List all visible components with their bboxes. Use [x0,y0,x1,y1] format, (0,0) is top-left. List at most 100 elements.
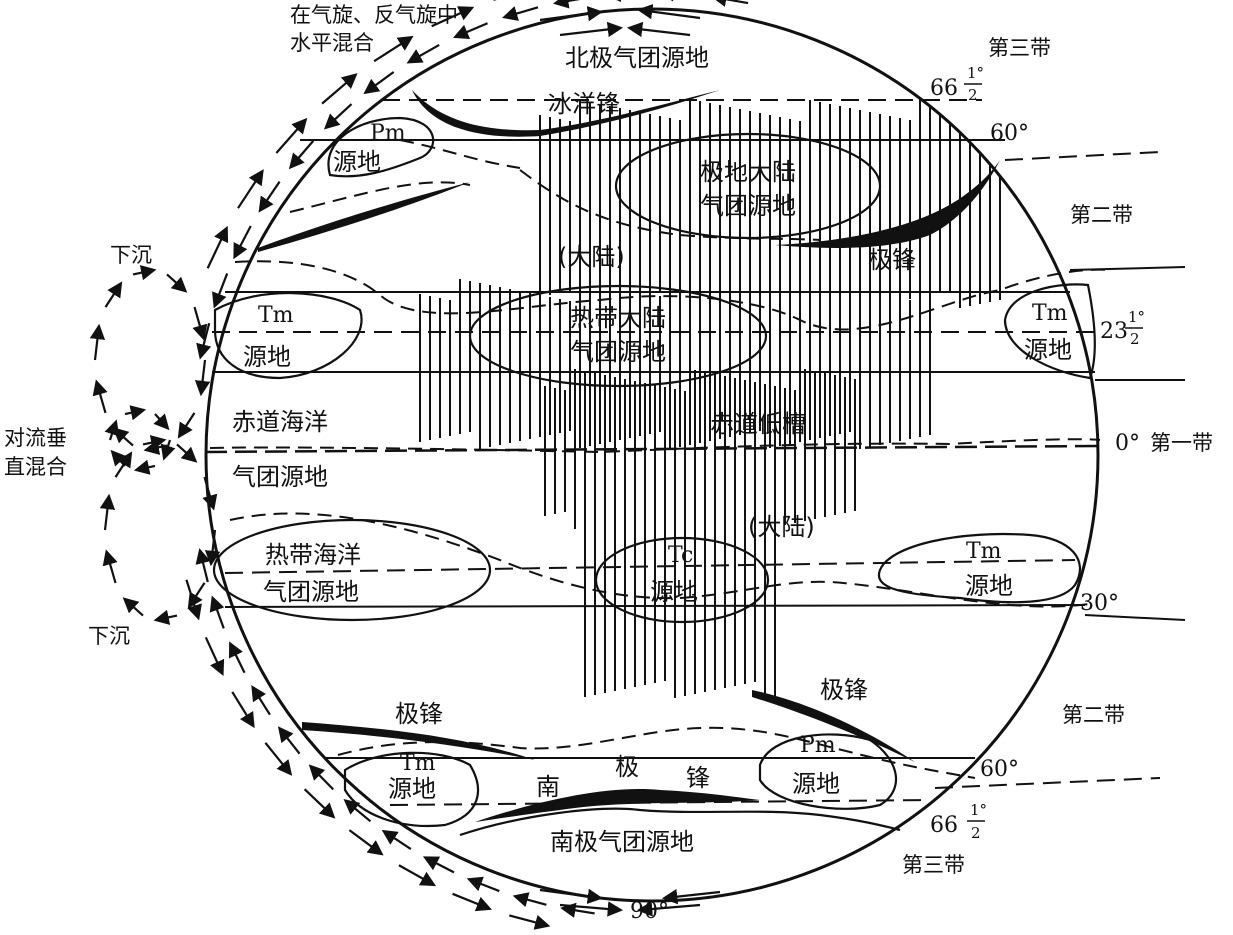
circulation-arrow [559,901,624,917]
circulation-arrow [264,742,293,776]
polar-continental-label-1: 极地大陆 [700,158,796,186]
circulation-arrow [92,379,108,414]
circulation-arrow [502,6,539,21]
tm-east-src: 源地 [1024,336,1072,364]
south-polar-front-line [475,789,760,822]
tm-east-code: Tm [1032,301,1068,326]
latitude-lines [204,99,1186,806]
tm-west-code: Tm [258,303,294,328]
circulation-arrow [104,419,120,441]
pm-south-src: 源地 [792,770,840,798]
circulation-arrow [112,427,134,447]
circulation-arrow [661,889,721,905]
circulation-arrow [303,788,336,819]
continent-north-label: (大陆) [558,243,625,271]
tropical-continental-region [468,284,768,388]
lat-60n-label: 60° [990,121,1029,146]
lat-66n-frac-den: 2 [968,86,978,104]
tropical-ocean-label-2: 气团源地 [263,578,359,606]
sinking-lower-label: 下沉 [88,624,130,648]
tm-east-region [1003,283,1096,380]
circulation-arrow [288,140,315,170]
lat-30s-label: 30° [1080,591,1119,616]
tm-south-code: Tm [400,751,436,776]
circulation-arrow [373,35,414,63]
labels: 在气旋、反气旋中 水平混合 对流垂 直混合 下沉 下沉 第三带 第二带 第一带 … [4,3,1213,924]
circulation-arrow [176,443,198,463]
polar-front-se-line [752,690,915,762]
polar-front-north-label: 极锋 [868,246,916,274]
pm-north-region [327,116,435,178]
zone-third-south: 第三带 [902,853,965,877]
horizontal-mixing-label-1: 在气旋、反气旋中 [290,3,458,27]
tc-src: 源地 [650,578,698,606]
lat-66s-whole: 66 [930,813,958,838]
zone-second-south: 第二带 [1062,703,1125,727]
circulation-arrow [99,493,116,531]
tc-region [594,536,770,624]
lat-66n-frac-num: 1° [967,64,984,82]
circulation-arrow [539,5,604,22]
pm-south-region [758,733,898,810]
circulation-arrow [231,691,255,729]
polar-front-se-label: 极锋 [820,676,868,704]
circulation-arrow [194,359,211,397]
lat-23n-whole: 23 [1100,319,1128,344]
pm-north-src: 源地 [333,148,381,176]
zone-third-north: 第三带 [988,36,1051,60]
polar-front-ne-line [775,160,1000,248]
circulation-arrow [192,306,208,341]
circulation-arrow [422,856,455,874]
equatorial-ocean-label-1: 赤道海洋 [232,408,328,436]
circulation-arrow [626,21,691,38]
circulation-arrow [202,476,218,511]
circulation-arrows [89,0,749,930]
circulation-arrow [160,439,176,461]
circulation-arrow [539,888,604,905]
circulation-arrow [348,829,384,856]
circulation-arrow [104,281,123,308]
circulation-arrow [512,892,547,908]
equatorial-ocean-label-2: 气团源地 [232,463,328,491]
circulation-arrow [277,726,301,755]
circulation-arrow [431,6,475,28]
circulation-arrow [452,22,488,40]
circulation-arrow [89,323,106,361]
circulation-arrow [237,169,264,209]
lat-north-boundary-ext [1069,266,1186,271]
tm-south-src: 源地 [388,775,436,803]
continent-hatching [419,99,1001,699]
circulation-arrow [636,901,701,917]
horizontal-mixing-label-2: 水平混合 [290,31,374,55]
circulation-arrow [275,117,308,154]
circulation-arrow [323,103,353,130]
tm-se-code: Tm [966,539,1002,564]
south-polar-source-label: 南极气团源地 [550,828,694,856]
circulation-arrow [233,225,252,260]
circulation-arrow [452,892,492,912]
tropical-continental-label-2: 气团源地 [570,338,666,366]
pm-north-code: Pm [370,121,406,146]
polar-front-sw-line [302,722,535,760]
circulation-arrow [229,641,246,674]
circulation-arrow [636,3,701,20]
globe-outline [204,7,1100,903]
south-polar-front-char-3: 锋 [686,764,710,792]
pm-south-code: Pm [800,733,836,758]
lat-66s-frac-num: 1° [970,801,987,819]
south-polar-boundary [459,807,901,837]
circulation-arrow [132,265,157,281]
tm-west-src: 源地 [243,343,291,371]
circulation-arrow [363,71,395,95]
lat-60s-label: 60° [980,757,1019,782]
south-polar-front-char-1: 南 [536,773,560,801]
continent-south-label: (大陆) [748,513,815,541]
circulation-arrow [553,0,581,9]
vertical-mixing-label-1: 对流垂 [4,426,67,450]
circulation-arrow [308,764,335,791]
circulation-arrow [133,459,156,475]
lat-66n-whole: 66 [930,76,958,101]
circulation-arrow [209,595,225,629]
lat-30s-line [224,604,1086,608]
